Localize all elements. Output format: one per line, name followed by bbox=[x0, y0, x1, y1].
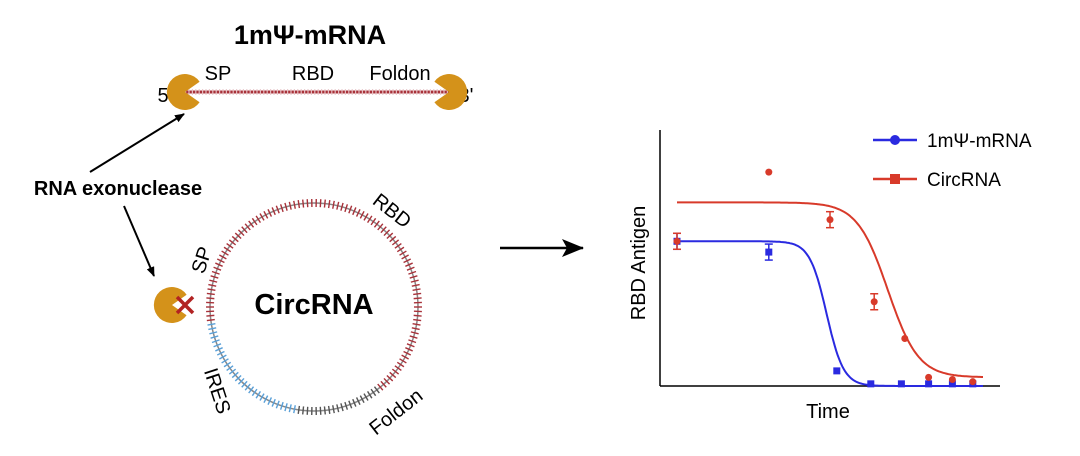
circ-tick bbox=[413, 320, 421, 321]
circ-tick bbox=[414, 298, 422, 299]
circ-tick bbox=[368, 391, 372, 398]
segment-rbd-label: RBD bbox=[292, 63, 334, 85]
circ-tick bbox=[329, 406, 330, 414]
series-0-point bbox=[867, 380, 874, 387]
series-1-point bbox=[969, 378, 976, 385]
circ-foldon-label: Foldon bbox=[365, 385, 427, 440]
circ-tick bbox=[412, 328, 420, 330]
circ-tick bbox=[324, 200, 325, 208]
legend-label-mrna: 1mΨ-mRNA bbox=[927, 131, 1032, 152]
circ-center-label: CircRNA bbox=[254, 289, 373, 321]
circ-ires-label: IRES bbox=[199, 366, 234, 417]
circ-tick bbox=[333, 405, 334, 413]
circ-tick bbox=[206, 298, 214, 299]
circ-tick bbox=[298, 406, 299, 414]
circ-tick bbox=[294, 201, 295, 209]
x-axis-label: Time bbox=[806, 401, 850, 423]
circ-tick bbox=[207, 293, 215, 294]
circ-tick bbox=[298, 200, 299, 208]
series-1-point bbox=[827, 216, 834, 223]
circ-tick bbox=[256, 216, 260, 223]
circ-tick bbox=[411, 332, 419, 334]
circ-tick bbox=[303, 200, 304, 208]
circ-tick bbox=[397, 362, 404, 366]
series-0-fit-line bbox=[677, 241, 983, 386]
segment-sp-label: SP bbox=[205, 63, 232, 85]
circ-tick bbox=[333, 201, 334, 209]
circ-tick bbox=[227, 244, 233, 249]
arrow-to-linear bbox=[90, 114, 184, 172]
circ-tick bbox=[371, 218, 376, 225]
circ-tick bbox=[209, 332, 217, 334]
circ-tick bbox=[252, 389, 257, 396]
circ-tick bbox=[252, 218, 257, 225]
series-1-point bbox=[871, 298, 878, 305]
legend-marker-circ bbox=[890, 174, 900, 184]
series-1-fit-line bbox=[677, 202, 983, 377]
circ-tick bbox=[227, 366, 233, 371]
circ-tick bbox=[303, 406, 304, 414]
circ-tick bbox=[320, 407, 321, 415]
circ-tick bbox=[307, 407, 308, 415]
circ-tick bbox=[320, 199, 321, 207]
antigen-chart: Time RBD Antigen 1mΨ-mRNA CircRNA bbox=[628, 130, 1032, 423]
y-axis-label: RBD Antigen bbox=[628, 206, 650, 321]
circ-tick bbox=[294, 405, 295, 413]
legend: 1mΨ-mRNA CircRNA bbox=[873, 131, 1032, 191]
circ-tick bbox=[413, 293, 421, 294]
linear-title: 1mΨ-mRNA bbox=[234, 20, 386, 50]
circ-tick bbox=[371, 389, 376, 396]
segment-foldon-label: Foldon bbox=[369, 63, 430, 85]
circ-tick bbox=[224, 362, 231, 366]
circ-tick bbox=[395, 366, 401, 371]
blocked-cross-icon bbox=[177, 297, 193, 313]
circ-tick bbox=[329, 200, 330, 208]
series-1-point bbox=[674, 238, 681, 245]
circ-tick bbox=[289, 202, 291, 210]
series-1-point bbox=[765, 169, 772, 176]
circ-tick bbox=[413, 324, 421, 325]
circ-tick bbox=[412, 285, 420, 287]
legend-label-circ: CircRNA bbox=[927, 170, 1001, 191]
series-0-point bbox=[898, 380, 905, 387]
circ-tick bbox=[206, 315, 214, 316]
circ-tick bbox=[397, 247, 404, 251]
series-0-point bbox=[925, 380, 932, 387]
circ-tick bbox=[324, 406, 325, 414]
series-0-point bbox=[765, 249, 772, 256]
circ-tick bbox=[208, 289, 216, 290]
circ-tick bbox=[224, 247, 231, 251]
circ-tick bbox=[207, 320, 215, 321]
circ-tick bbox=[414, 315, 422, 316]
series-0-point bbox=[833, 367, 840, 374]
circ-tick bbox=[413, 289, 421, 290]
circ-tick bbox=[337, 202, 339, 210]
circ-tick bbox=[395, 244, 401, 249]
circ-tick bbox=[289, 404, 291, 412]
series-1-point bbox=[949, 376, 956, 383]
enzyme-label: RNA exonuclease bbox=[34, 178, 202, 200]
circ-tick bbox=[208, 285, 216, 287]
circ-tick bbox=[208, 324, 216, 325]
circ-tick bbox=[256, 391, 260, 398]
arrow-to-circ bbox=[124, 206, 154, 276]
series-1-point bbox=[925, 374, 932, 381]
circ-tick bbox=[368, 216, 372, 223]
plot-area bbox=[673, 169, 983, 388]
circ-tick bbox=[307, 199, 308, 207]
circ-tick bbox=[208, 328, 216, 330]
circ-tick bbox=[209, 280, 217, 282]
exonuclease-blocked-icon bbox=[154, 287, 187, 323]
circ-tick bbox=[411, 280, 419, 282]
circ-tick bbox=[337, 404, 339, 412]
legend-marker-mrna bbox=[890, 135, 900, 145]
series-1-point bbox=[901, 335, 908, 342]
